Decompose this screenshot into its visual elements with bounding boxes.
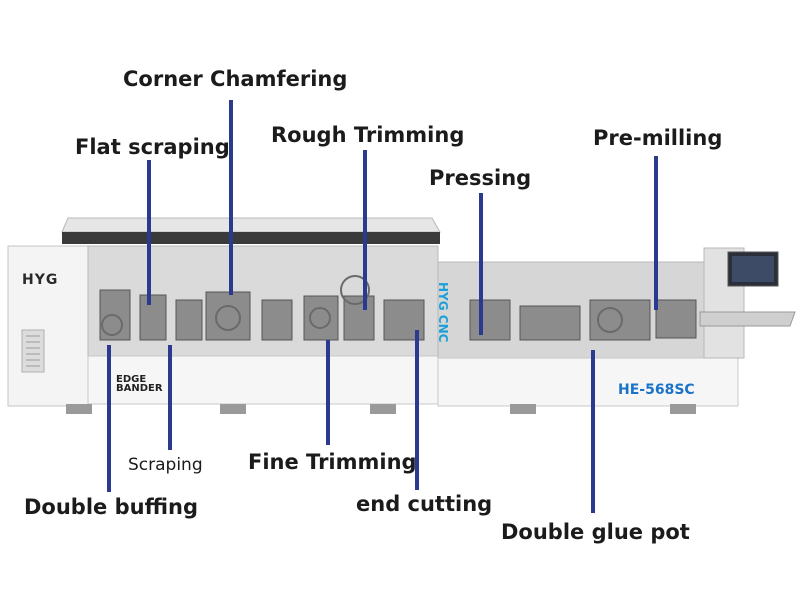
label-scraping: Scraping: [128, 455, 203, 475]
leader-flat-scraping: [147, 160, 151, 305]
label-corner-chamfering: Corner Chamfering: [123, 67, 348, 91]
label-end-cutting: end cutting: [356, 492, 493, 516]
leader-pre-milling: [654, 156, 658, 310]
leader-double-buffing: [107, 345, 111, 492]
hyg-cnc-vertical-text: HYG CNC: [436, 282, 450, 343]
leader-end-cutting: [415, 330, 419, 490]
label-flat-scraping: Flat scraping: [75, 135, 230, 159]
leader-scraping: [168, 345, 172, 450]
label-fine-trimming: Fine Trimming: [248, 450, 417, 474]
label-pre-milling: Pre-milling: [593, 126, 723, 150]
leader-pressing: [479, 193, 483, 335]
leader-corner-chamfering: [229, 100, 233, 295]
label-rough-trimming: Rough Trimming: [271, 123, 465, 147]
model-number: HE-568SC: [618, 382, 695, 398]
label-double-glue-pot: Double glue pot: [501, 520, 690, 544]
leader-fine-trimming: [326, 340, 330, 445]
hyg-logo: HYG: [22, 272, 59, 288]
label-double-buffing: Double buffing: [24, 495, 198, 519]
leader-rough-trimming: [363, 150, 367, 310]
leader-double-glue-pot: [591, 350, 595, 513]
bander-text: BANDER: [116, 383, 163, 394]
edge-text: EDGE: [116, 374, 147, 385]
label-pressing: Pressing: [429, 166, 532, 190]
